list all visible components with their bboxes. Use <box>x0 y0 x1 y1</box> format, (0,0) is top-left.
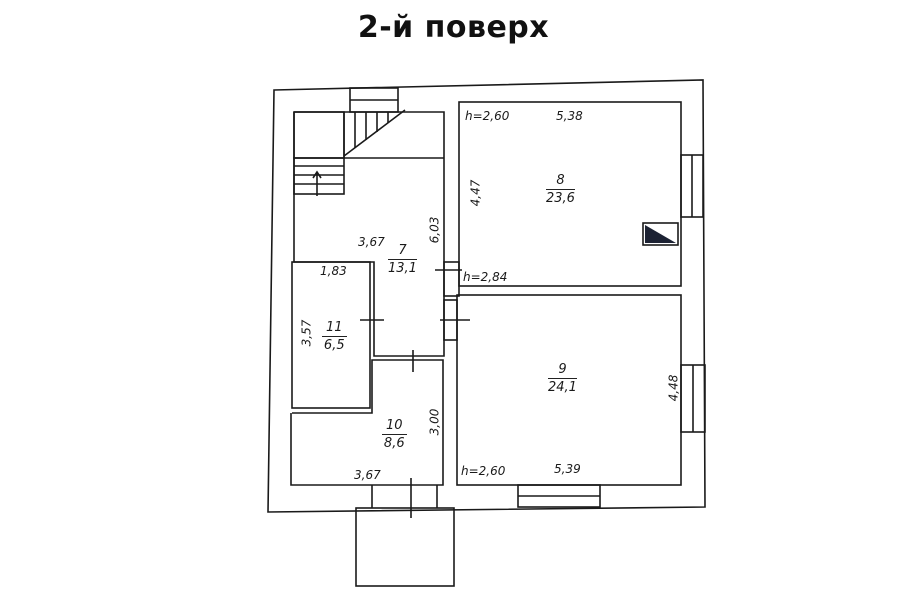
dim-r7-width: 3,67 <box>358 235 385 249</box>
room-number: 11 <box>322 320 347 337</box>
room-8-label: 8 23,6 <box>546 173 575 206</box>
room-area: 8,6 <box>383 436 405 451</box>
room-7-label: 7 13,1 <box>388 243 417 276</box>
room-10-outline <box>290 359 444 486</box>
dim-r10-width: 3,67 <box>354 468 381 482</box>
dim-r11-width: 1,83 <box>320 264 347 278</box>
room-number: 7 <box>388 243 417 260</box>
dim-r7-length: 6,03 <box>427 216 442 244</box>
stair-block <box>293 111 345 159</box>
room-11-label: 11 6,5 <box>322 320 347 353</box>
dim-r9-width: 5,39 <box>554 462 581 476</box>
room-number: 8 <box>546 173 575 190</box>
page-title: 2-й поверх <box>357 10 550 45</box>
dim-r10-length: 3,00 <box>427 408 442 436</box>
room-10-label: 10 8,6 <box>382 418 407 451</box>
outer-wall <box>267 79 706 513</box>
dim-r8-height: h=2,60 <box>465 109 510 123</box>
room-number: 10 <box>382 418 407 435</box>
room-number: 9 <box>548 362 577 379</box>
room-area: 23,6 <box>546 191 575 206</box>
dim-hall-height: h=2,84 <box>463 270 508 284</box>
room-area: 6,5 <box>323 338 345 353</box>
dim-r8-width: 5,38 <box>556 109 583 123</box>
room-11-outline <box>291 261 371 409</box>
dim-r8-length: 4,47 <box>468 179 483 207</box>
dim-r11-length: 3,57 <box>299 319 314 347</box>
room-9-label: 9 24,1 <box>548 362 577 395</box>
room-area: 24,1 <box>548 380 577 395</box>
room-area: 13,1 <box>388 261 417 276</box>
dim-r9-length: 4,48 <box>666 374 681 402</box>
dim-r9-height: h=2,60 <box>461 464 506 478</box>
